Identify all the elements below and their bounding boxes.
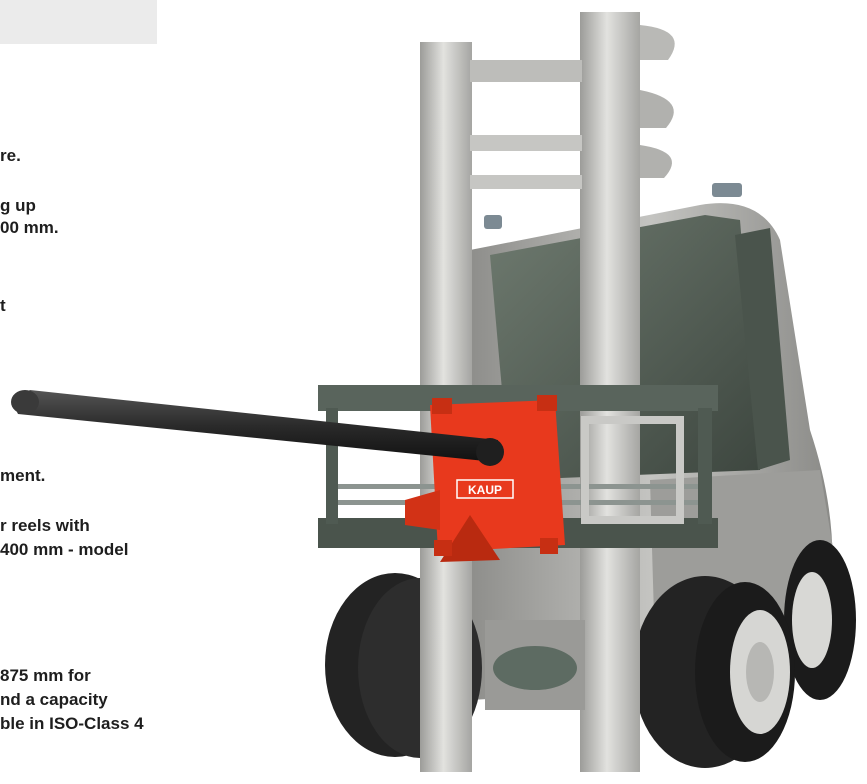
header-tab-box	[0, 0, 157, 44]
text-line: r reels with	[0, 516, 90, 535]
tyre-front-right	[633, 576, 795, 768]
text-line: 00 mm.	[0, 218, 59, 237]
kaup-logo: KAUP	[468, 483, 502, 497]
description-text: re. g up 00 mm. t ment. r reels with 400…	[0, 0, 300, 784]
text-line: 400 mm - model	[0, 540, 129, 559]
text-line: 875 mm for	[0, 666, 91, 685]
text-line: t	[0, 296, 6, 315]
text-line: re.	[0, 146, 21, 165]
text-line: g up	[0, 196, 36, 215]
text-line: ment.	[0, 466, 46, 485]
text-line: ble in ISO-Class 4	[0, 714, 144, 733]
tyre-right	[784, 540, 856, 700]
reel-pole	[11, 390, 504, 466]
text-line: nd a capacity	[0, 690, 108, 709]
